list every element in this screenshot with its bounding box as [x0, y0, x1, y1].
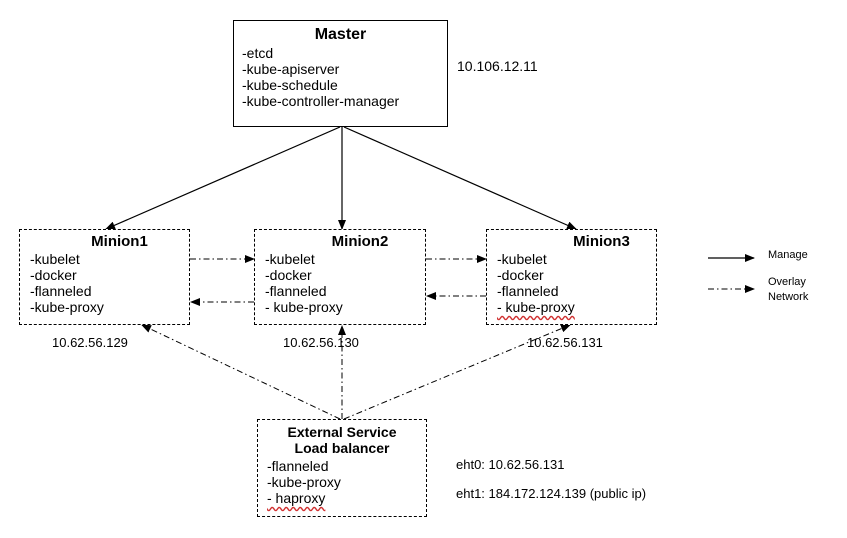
- minion2-item: -kubelet: [265, 251, 315, 267]
- overlay-arrow-lb-m1: [141, 324, 341, 420]
- minion2-title: Minion2: [331, 233, 389, 250]
- lb-eth1-label: eht1: 184.172.124.139 (public ip): [456, 486, 647, 501]
- minion3-item: -docker: [497, 267, 544, 283]
- load-balancer-box: External Service Load balancer -flannele…: [257, 419, 427, 517]
- master-node-box: Master -etcd -kube-apiserver -kube-sched…: [233, 20, 448, 127]
- legend-overlay-line2: Network: [768, 291, 809, 303]
- minion2-item: -flanneled: [265, 283, 327, 299]
- minion1-item: -docker: [30, 267, 77, 283]
- minion3-item: -kubelet: [497, 251, 547, 267]
- minion2-ip: 10.62.56.130: [283, 335, 359, 350]
- minion1-box: Minion1 -kubelet -docker -flanneled -kub…: [19, 229, 190, 325]
- master-ip: 10.106.12.11: [457, 58, 538, 74]
- minion1-item: -kube-proxy: [30, 299, 104, 315]
- minion1-ip: 10.62.56.129: [52, 335, 128, 350]
- master-item: -kube-apiserver: [242, 61, 340, 77]
- master-title: Master: [314, 26, 367, 43]
- manage-arrow-minion1: [105, 126, 341, 230]
- lb-item: -kube-proxy: [267, 474, 341, 490]
- master-item: -kube-schedule: [242, 77, 338, 93]
- master-item: -kube-controller-manager: [242, 93, 400, 109]
- legend-overlay-label: Overlay Network: [768, 275, 808, 305]
- lb-title-line2: Load balancer: [294, 440, 390, 456]
- lb-item: - haproxy: [267, 490, 326, 506]
- lb-eth0-label: eht0: 10.62.56.131: [456, 457, 565, 472]
- manage-arrow-minion3: [343, 126, 577, 230]
- minion3-box: Minion3 -kubelet -docker -flanneled - ku…: [486, 229, 657, 325]
- overlay-arrow-lb-m3: [343, 324, 571, 420]
- master-item: -etcd: [242, 45, 274, 61]
- minion3-ip: 10.62.56.131: [527, 335, 603, 350]
- minion2-box: Minion2 -kubelet -docker -flanneled - ku…: [254, 229, 426, 325]
- legend-manage-label: Manage: [768, 249, 808, 261]
- minion3-title: Minion3: [573, 233, 630, 250]
- minion1-title: Minion1: [91, 233, 148, 250]
- lb-title-line1: External Service: [287, 424, 397, 440]
- legend-overlay-line1: Overlay: [768, 276, 806, 288]
- lb-item: -flanneled: [267, 458, 329, 474]
- minion3-item: -flanneled: [497, 283, 559, 299]
- minion2-item: - kube-proxy: [265, 299, 343, 315]
- minion2-item: -docker: [265, 267, 312, 283]
- minion3-item: - kube-proxy: [497, 299, 575, 315]
- minion1-item: -flanneled: [30, 283, 92, 299]
- minion1-item: -kubelet: [30, 251, 80, 267]
